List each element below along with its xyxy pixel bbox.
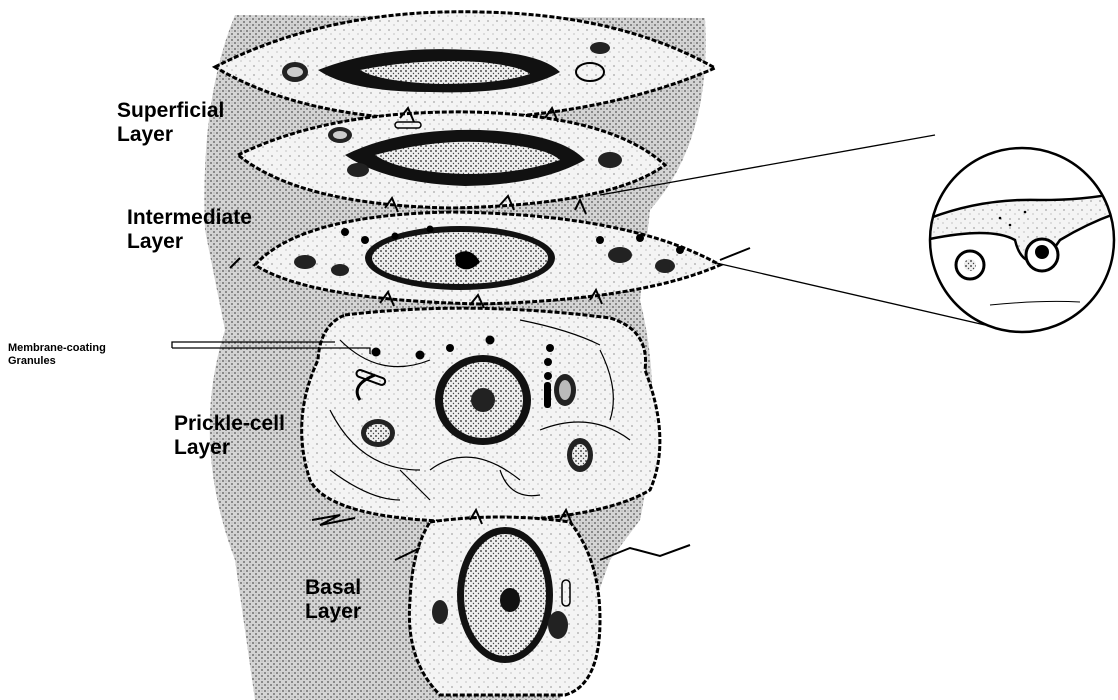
superficial-layer-label: Superficial Layer [117,99,224,147]
superficial-label-line2: Layer [117,123,224,147]
membrane-label-line2: Granules [8,355,106,368]
intermediate-cell [255,212,720,304]
zoom-inset [925,145,1118,340]
superficial-label-line1: Superficial [117,99,224,123]
membrane-granules-label: Membrane-coating Granules [8,342,106,368]
basal-label-line2: Layer [305,600,361,624]
intermediate-layer-label: Intermediate Layer [127,206,252,254]
basal-label-line1: Basal [305,576,361,600]
prickle-cell-layer-label: Prickle-cell Layer [174,412,285,460]
prickle-label-line1: Prickle-cell [174,412,285,436]
intermediate-label-line2: Layer [127,230,252,254]
prickle-label-line2: Layer [174,436,285,460]
membrane-label-line1: Membrane-coating [8,342,106,355]
basal-cell [409,517,600,695]
intermediate-label-line1: Intermediate [127,206,252,230]
basal-layer-label: Basal Layer [305,576,361,624]
prickle-cell [302,308,660,522]
